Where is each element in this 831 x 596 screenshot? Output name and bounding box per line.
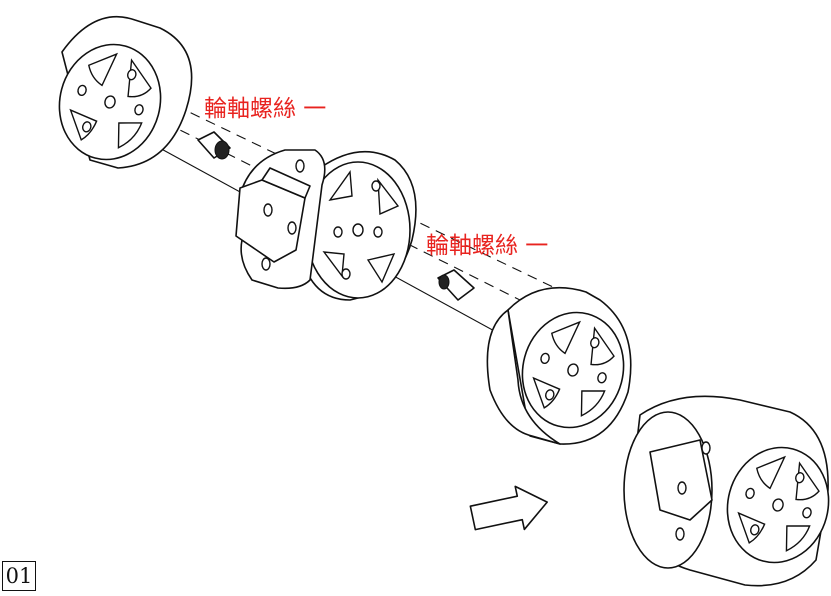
axle-screw-1 bbox=[197, 131, 231, 160]
axle-screw-2 bbox=[437, 269, 475, 301]
center-wheel bbox=[299, 150, 417, 301]
axle-screw-label-2: 輪軸螺絲 一 bbox=[426, 233, 549, 259]
right-wheel bbox=[486, 286, 638, 445]
servo-bracket bbox=[235, 149, 326, 290]
step-number-box: 01 bbox=[2, 561, 36, 591]
axle-screw-label-1: 輪軸螺絲 一 bbox=[204, 96, 327, 122]
assembled-unit bbox=[623, 395, 831, 587]
left-wheel bbox=[45, 16, 193, 172]
right-arrow-icon bbox=[469, 485, 548, 531]
